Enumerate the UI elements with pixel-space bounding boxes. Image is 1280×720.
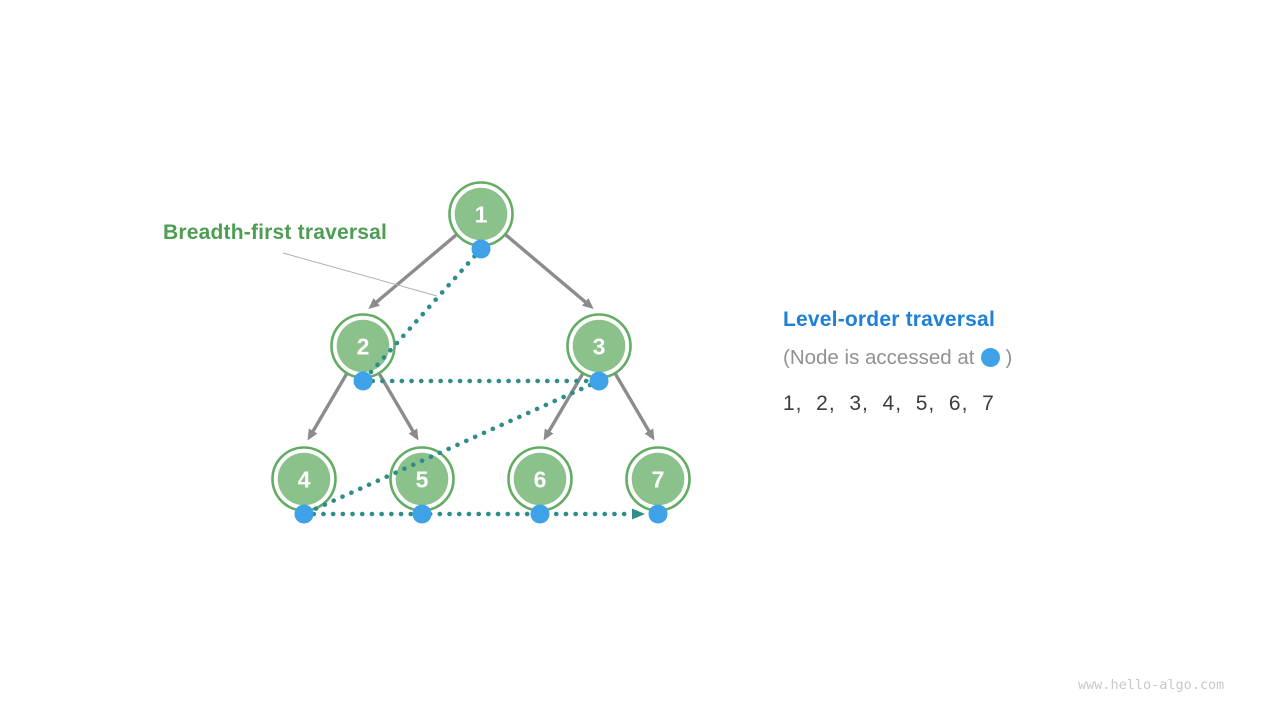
node-body (572, 319, 626, 373)
tree-node-5: 5 (389, 446, 455, 512)
node-body (395, 452, 449, 506)
watermark: www.hello-algo.com (1078, 677, 1225, 693)
node-body (277, 452, 331, 506)
tree-node-2: 2 (330, 313, 396, 379)
tree-node-3: 3 (566, 313, 632, 379)
tree-node-7: 7 (625, 446, 691, 512)
node-label: 3 (593, 334, 606, 360)
breadth-first-label: Breadth-first traversal (163, 221, 388, 244)
legend-block: Level-order traversal (Node is accessed … (783, 307, 1123, 417)
node-body (631, 452, 685, 506)
legend-subtitle-suffix: ) (1005, 346, 1013, 369)
node-label: 5 (416, 467, 429, 493)
tree-edge-1-2 (368, 233, 458, 309)
tree-node-1: 1 (448, 181, 514, 247)
legend-subtitle: (Node is accessed at) (783, 345, 1123, 370)
node-label: 2 (357, 334, 370, 360)
tree-node-4: 4 (271, 446, 337, 512)
node-label: 1 (475, 202, 488, 228)
access-dot-node-5 (412, 504, 432, 524)
access-dot-node-3 (589, 371, 609, 391)
tree-edge-1-3 (504, 233, 594, 309)
tree-edge-2-5 (377, 373, 419, 441)
tree-edge-3-7 (613, 373, 655, 441)
tree-node-6: 6 (507, 446, 573, 512)
legend-title: Level-order traversal (783, 308, 995, 331)
label-leader-line (282, 252, 438, 297)
access-dot-node-6 (530, 504, 550, 524)
access-dot-node-1 (471, 239, 491, 259)
access-dot-node-2 (353, 371, 373, 391)
tree-edge-3-6 (543, 373, 585, 441)
traversal-sequence: 1, 2, 3, 4, 5, 6, 7 (783, 392, 995, 415)
traversal-path-segment (301, 378, 602, 517)
legend-subtitle-prefix: (Node is accessed at (783, 346, 975, 369)
access-dot-legend-icon (981, 348, 1001, 367)
access-dot-node-7 (648, 504, 668, 524)
node-label: 6 (534, 467, 547, 493)
node-body (513, 452, 567, 506)
traversal-path-segment (360, 246, 484, 384)
access-dot-node-4 (294, 504, 314, 524)
node-label: 7 (652, 467, 665, 493)
node-body (336, 319, 390, 373)
tree-edge-2-4 (307, 373, 349, 441)
node-body (454, 187, 508, 241)
node-label: 4 (298, 467, 311, 493)
